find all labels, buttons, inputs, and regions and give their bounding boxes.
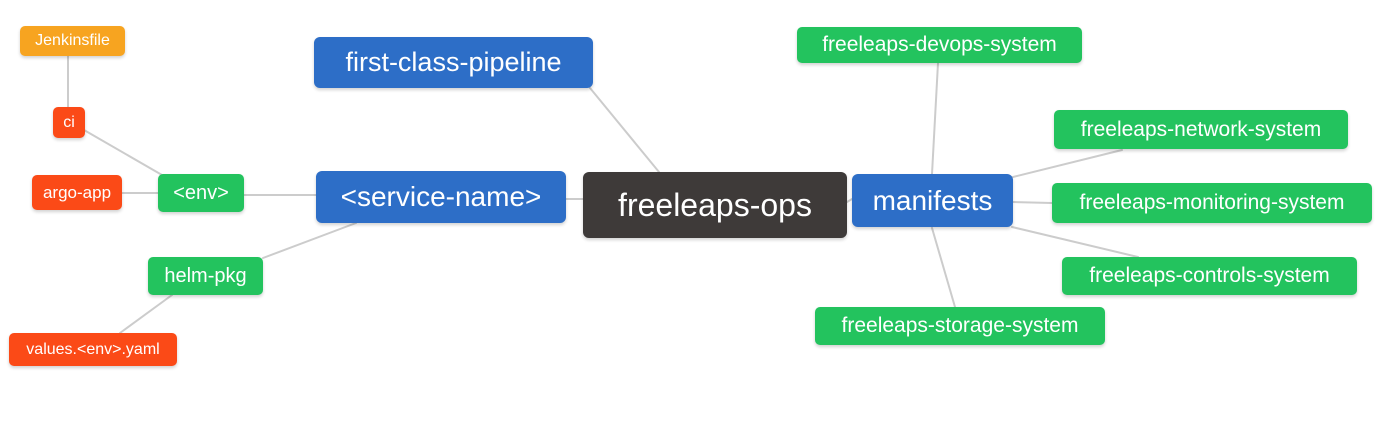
edge-helm-pkg-to-service-name — [262, 222, 357, 259]
node-manifests[interactable]: manifests — [852, 174, 1013, 227]
node-argo-app[interactable]: argo-app — [32, 175, 122, 210]
node-first-class-pipeline[interactable]: first-class-pipeline — [314, 37, 593, 88]
edge-manifests-to-controls — [1011, 226, 1139, 258]
edge-values-to-helm-pkg — [119, 294, 173, 334]
node-ci[interactable]: ci — [53, 107, 85, 138]
edge-manifests-to-network — [1012, 149, 1123, 178]
node-freeleaps-controls-system[interactable]: freeleaps-controls-system — [1062, 257, 1357, 295]
edge-manifests-to-storage — [931, 227, 956, 308]
node-freeleaps-network-system[interactable]: freeleaps-network-system — [1054, 110, 1348, 149]
node-values-env-yaml[interactable]: values.<env>.yaml — [9, 333, 177, 366]
edge-manifests-to-monitoring — [1012, 201, 1053, 204]
node-freeleaps-devops-system[interactable]: freeleaps-devops-system — [797, 27, 1082, 63]
edge-manifests-to-devops — [931, 62, 939, 175]
edge-first-class-pipeline-to-root — [589, 87, 660, 173]
node-freeleaps-storage-system[interactable]: freeleaps-storage-system — [815, 307, 1105, 345]
edge-root-to-manifests — [846, 198, 853, 203]
edge-ci-to-env — [83, 129, 163, 176]
node-helm-pkg[interactable]: helm-pkg — [148, 257, 263, 295]
node-freeleaps-monitoring-system[interactable]: freeleaps-monitoring-system — [1052, 183, 1372, 223]
node-jenkinsfile[interactable]: Jenkinsfile — [20, 26, 125, 56]
node-service-name[interactable]: <service-name> — [316, 171, 566, 223]
node-env[interactable]: <env> — [158, 174, 244, 212]
node-root-freeleaps-ops[interactable]: freeleaps-ops — [583, 172, 847, 238]
